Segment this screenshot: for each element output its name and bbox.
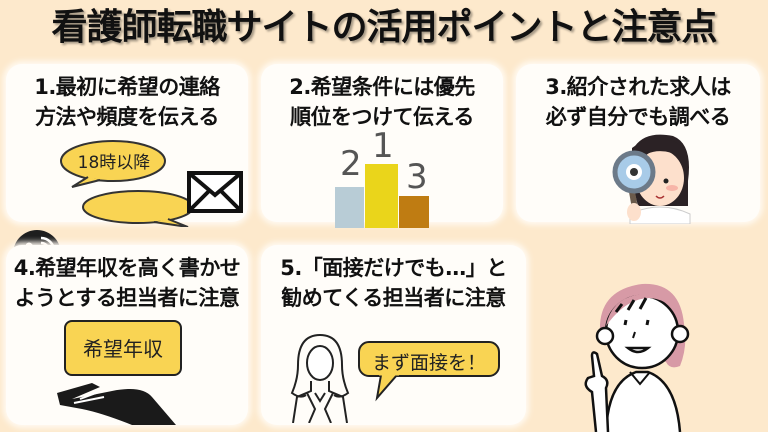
tip-card-3: 3.紹介された求人は 必ず自分でも調べる (516, 64, 760, 224)
podium-1-block (365, 164, 398, 228)
tip-card-2: 2.希望条件には優先 順位をつけて伝える 2 1 3 (261, 64, 503, 228)
tip-card-4-title: 4.希望年収を高く書かせ ようとする担当者に注意 (13, 256, 241, 310)
nurse-pointing-illustration (584, 283, 690, 432)
salary-card (64, 320, 182, 376)
page-title: 看護師転職サイトの活用ポイントと注意点 (51, 7, 717, 48)
podium-1-label: 1 (372, 126, 394, 166)
tip-card-4: 4.希望年収を高く書かせ ようとする担当者に注意 希望年収 (6, 245, 248, 425)
tip-card-1: 1.最初に希望の連絡 方法や頻度を伝える 18時以降 (6, 64, 248, 278)
nurse-magnifier-illustration (612, 134, 691, 224)
bubble-text-interview: まず面接を！ (371, 352, 486, 374)
podium-3-label: 3 (406, 157, 428, 197)
tip-card-2-title: 2.希望条件には優先 順位をつけて伝える (289, 75, 475, 129)
salary-card-text: 希望年収 (83, 337, 163, 361)
speech-bubble-icon (358, 341, 500, 402)
hand-icon (57, 383, 176, 425)
mail-icon (187, 171, 243, 213)
tip-card-5: 5.「面接だけでも…」と 勧めてくる担当者に注意 まず面接を！ (261, 245, 526, 425)
podium-2-label: 2 (340, 144, 362, 184)
speech-bubble-icon (60, 140, 194, 227)
podium-2-block (335, 187, 364, 228)
tip-card-5-title: 5.「面接だけでも…」と 勧めてくる担当者に注意 (280, 256, 507, 310)
tip-card-1-title: 1.最初に希望の連絡 方法や頻度を伝える (34, 75, 220, 129)
bubble-text-18: 18時以降 (77, 153, 151, 173)
podium-3-block (399, 196, 429, 228)
woman-outline-icon (290, 334, 350, 423)
tip-card-3-title: 3.紹介された求人は 必ず自分でも調べる (545, 75, 731, 129)
